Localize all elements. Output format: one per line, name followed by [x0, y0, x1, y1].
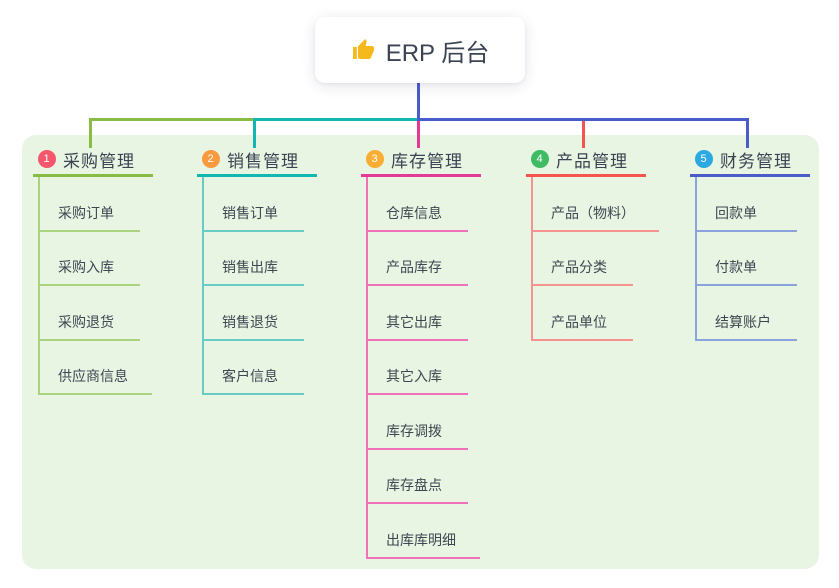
- branch-2-header[interactable]: 2 销售管理: [197, 144, 317, 177]
- bus-connector-teal: [253, 118, 419, 121]
- child-node[interactable]: 产品分类: [533, 232, 633, 286]
- child-node[interactable]: 库存调拨: [368, 395, 468, 450]
- branch-column-4: 4 产品管理 产品（物料） 产品分类 产品单位: [526, 144, 659, 341]
- child-node[interactable]: 出库库明细: [368, 504, 480, 559]
- root-stem-connector: [417, 83, 420, 120]
- thumbs-up-icon: [351, 38, 375, 62]
- branch-1-drop-connector: [89, 118, 92, 148]
- branch-column-3: 3 库存管理 仓库信息 产品库存 其它出库 其它入库 库存调拨 库存盘点 出库库…: [361, 144, 491, 559]
- branch-1-badge: 1: [38, 150, 56, 168]
- branch-3-drop-connector: [417, 118, 420, 148]
- child-node[interactable]: 产品单位: [533, 286, 633, 341]
- branch-5-drop-connector: [746, 118, 749, 148]
- child-node[interactable]: 销售退货: [204, 286, 304, 341]
- branch-2-children: 销售订单 销售出库 销售退货 客户信息: [202, 177, 327, 395]
- branch-1-children: 采购订单 采购入库 采购退货 供应商信息: [38, 177, 163, 395]
- child-node[interactable]: 采购订单: [40, 177, 140, 232]
- bus-connector-blue: [417, 118, 749, 121]
- child-node[interactable]: 仓库信息: [368, 177, 468, 232]
- child-node[interactable]: 产品（物料）: [533, 177, 659, 232]
- branch-column-1: 1 采购管理 采购订单 采购入库 采购退货 供应商信息: [33, 144, 163, 395]
- child-node[interactable]: 采购入库: [40, 232, 140, 286]
- child-node[interactable]: 销售出库: [204, 232, 304, 286]
- branch-column-5: 5 财务管理 回款单 付款单 结算账户: [690, 144, 820, 341]
- branch-2-badge: 2: [202, 150, 220, 168]
- child-node[interactable]: 销售订单: [204, 177, 304, 232]
- branch-column-2: 2 销售管理 销售订单 销售出库 销售退货 客户信息: [197, 144, 327, 395]
- child-node[interactable]: 采购退货: [40, 286, 140, 341]
- branch-5-children: 回款单 付款单 结算账户: [695, 177, 820, 341]
- branches-panel: [22, 135, 819, 569]
- branch-1-header[interactable]: 1 采购管理: [33, 144, 153, 177]
- branch-4-children: 产品（物料） 产品分类 产品单位: [531, 177, 659, 341]
- child-node[interactable]: 付款单: [697, 232, 797, 286]
- branch-3-children: 仓库信息 产品库存 其它出库 其它入库 库存调拨 库存盘点 出库库明细: [366, 177, 491, 559]
- branch-4-drop-connector: [582, 118, 585, 148]
- bus-connector-green: [89, 118, 255, 121]
- child-node[interactable]: 产品库存: [368, 232, 468, 286]
- child-node[interactable]: 其它出库: [368, 286, 468, 341]
- root-node-label: ERP 后台: [385, 39, 490, 67]
- branch-3-header[interactable]: 3 库存管理: [361, 144, 481, 177]
- branch-1-title: 采购管理: [63, 151, 135, 171]
- child-node[interactable]: 客户信息: [204, 341, 304, 395]
- branch-4-header[interactable]: 4 产品管理: [526, 144, 646, 177]
- child-node[interactable]: 其它入库: [368, 341, 468, 395]
- mindmap-root-node[interactable]: ERP 后台: [315, 17, 525, 83]
- branch-3-title: 库存管理: [391, 151, 463, 171]
- branch-5-title: 财务管理: [720, 151, 792, 171]
- branch-5-header[interactable]: 5 财务管理: [690, 144, 810, 177]
- child-node[interactable]: 回款单: [697, 177, 797, 232]
- child-node[interactable]: 结算账户: [697, 286, 797, 341]
- branch-5-badge: 5: [695, 150, 713, 168]
- branch-2-title: 销售管理: [227, 151, 299, 171]
- branch-4-title: 产品管理: [556, 151, 628, 171]
- branch-3-badge: 3: [366, 150, 384, 168]
- child-node[interactable]: 库存盘点: [368, 450, 468, 504]
- branch-4-badge: 4: [531, 150, 549, 168]
- child-node[interactable]: 供应商信息: [40, 341, 152, 395]
- branch-2-drop-connector: [253, 118, 256, 148]
